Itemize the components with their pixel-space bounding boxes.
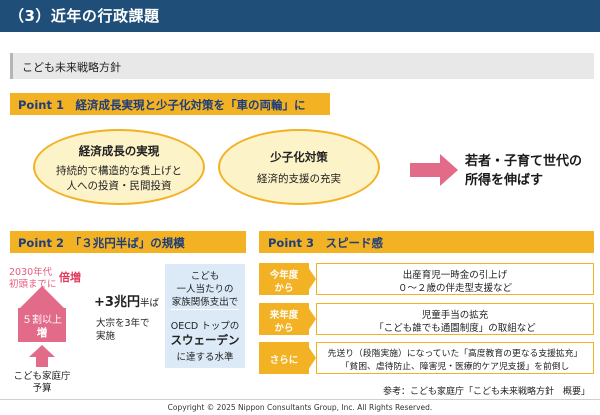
row2-pointer-icon <box>308 307 316 331</box>
page-title: （3）近年の行政課題 <box>9 7 160 25</box>
row2-tag-line2: から <box>274 323 294 334</box>
copyright: Copyright © 2025 Nippon Consultants Grou… <box>167 403 433 412</box>
growth-line2: 人への投資・民間投資 <box>66 180 172 192</box>
double-label: 倍増 <box>59 271 81 284</box>
amount-value: +3兆円 <box>94 295 140 310</box>
row1-pointer-icon <box>308 267 316 291</box>
oecd-line5: スウェーデン <box>170 333 240 347</box>
birthrate-ellipse <box>218 129 380 205</box>
row1-tag <box>259 263 309 295</box>
row2-tag-line1: 来年度 <box>269 310 299 321</box>
oecd-line4: OECD トップの <box>170 321 240 332</box>
section-title: こども未来戦略方針 <box>22 61 121 74</box>
header-bar <box>0 0 600 32</box>
up-arrow-top-icon <box>20 286 64 308</box>
point3-banner <box>259 231 594 253</box>
row1-box <box>316 263 594 295</box>
birthrate-title: 少子化対策 <box>270 150 328 164</box>
increase-bar <box>18 308 66 342</box>
growth-ellipse <box>33 129 205 205</box>
growth-line1: 持続的で構造的な賃上げと <box>56 165 182 177</box>
oecd-divider <box>171 309 239 310</box>
row1-tag-line1: 今年度 <box>269 270 299 281</box>
point2-label: Point 2 「３兆円半ば」の規模 <box>18 236 185 250</box>
implementation-line2: 実施 <box>96 331 116 342</box>
reference-note: 参考：こども家庭庁「こども未来戦略方針 概要」 <box>382 387 590 397</box>
row1-tag-line2: から <box>274 283 294 294</box>
point1-label: Point 1 経済成長実現と少子化対策を「車の両輪」に <box>18 98 306 112</box>
row1-line1: 出産育児一時金の引上げ <box>402 270 508 281</box>
target-note-line2: 初頭までに <box>9 279 57 290</box>
row3-tag-line1: さらに <box>269 355 299 366</box>
oecd-line1: こども <box>190 271 220 282</box>
oecd-box <box>165 264 245 368</box>
row3-box <box>316 342 594 374</box>
row2-tag <box>259 303 309 335</box>
oecd-line6: に達する水準 <box>176 352 234 363</box>
row2-box <box>316 303 594 335</box>
amount-group: +3兆円半ば <box>94 291 159 310</box>
point3-label: Point 3 スピード感 <box>268 236 383 250</box>
result-line1: 若者・子育て世代の <box>465 154 583 169</box>
row3-line1: 先送り（段階実施）になっていた「高度教育の更なる支援拡充」 <box>327 349 583 359</box>
oecd-line2: 一人当たりの <box>176 284 234 295</box>
row3-line2: 「貧困、虐待防止、障害児・医療的ケア児支援」を前倒し <box>340 362 570 372</box>
point1-banner <box>10 93 330 115</box>
birthrate-line1: 経済的支援の充実 <box>257 173 341 185</box>
agency-budget-line1: こども家庭庁 <box>13 371 71 382</box>
row3-tag <box>259 342 309 374</box>
row3-pointer-icon <box>308 346 316 370</box>
up-arrow-bottom-icon <box>29 345 55 367</box>
section-strip <box>10 53 594 79</box>
oecd-line3: 家族関係支出で <box>171 297 239 308</box>
row1-line2: ０～２歳の伴走型支援など <box>397 283 512 294</box>
increase-line2: 増 <box>36 327 48 339</box>
growth-title: 経済成長の実現 <box>78 144 160 158</box>
row2-line2: 「こども誰でも通園制度」の取組など <box>374 323 536 334</box>
arrow-right-icon <box>410 154 458 186</box>
footer-divider <box>0 399 600 400</box>
increase-line1: ５割以上 <box>22 315 62 326</box>
agency-budget-line2: 予算 <box>32 383 52 394</box>
amount-suffix: 半ば <box>139 298 159 309</box>
point2-banner <box>10 231 246 253</box>
implementation-line1: 大宗を3年で <box>96 318 150 329</box>
result-line2: 所得を伸ばす <box>465 173 544 188</box>
row2-line1: 児童手当の拡充 <box>421 310 489 321</box>
target-note-line1: 2030年代 <box>9 267 53 278</box>
